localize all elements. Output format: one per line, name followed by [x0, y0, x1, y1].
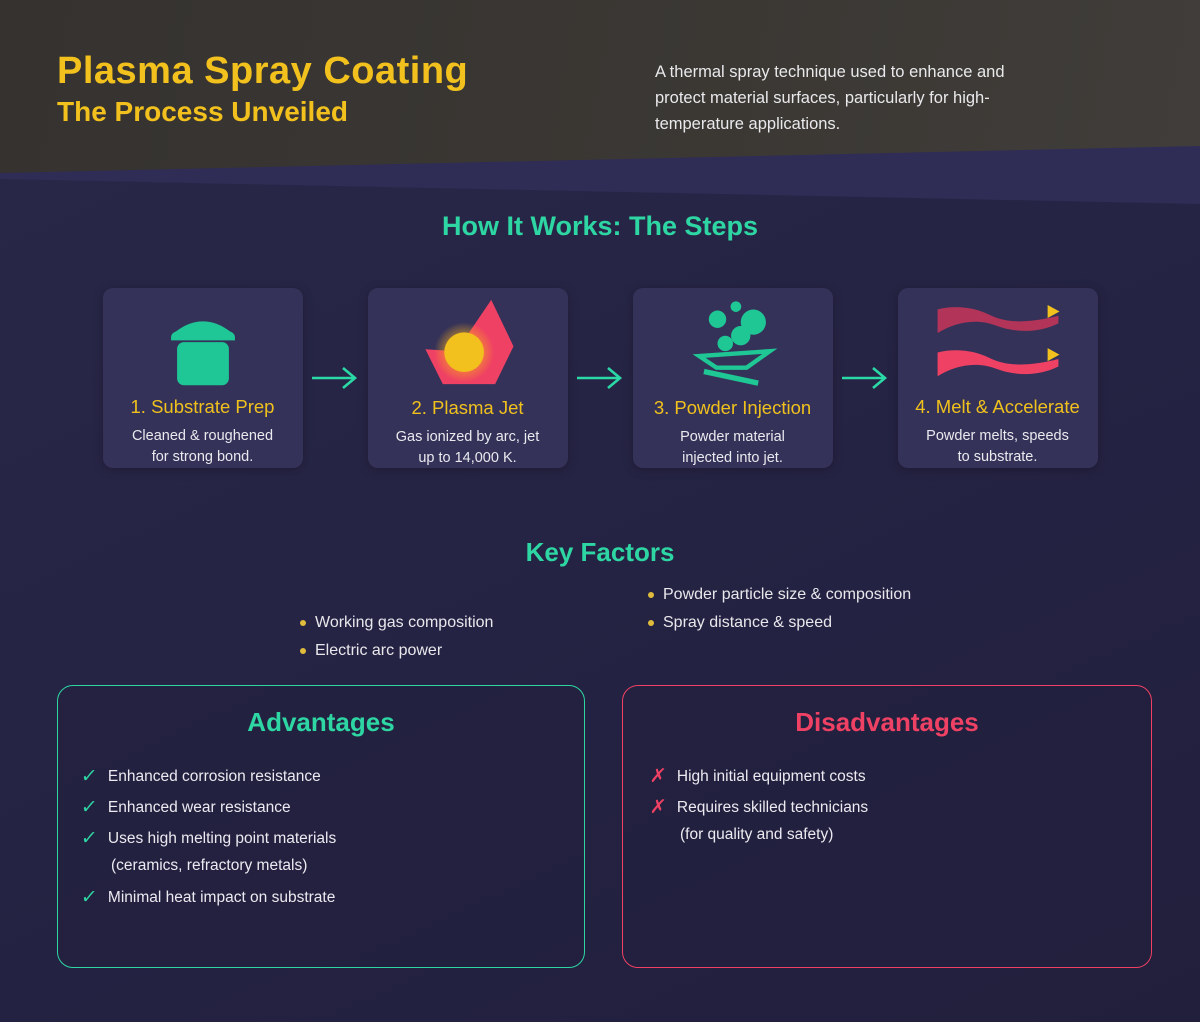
- key-factor-label: Spray distance & speed: [663, 614, 832, 631]
- intro-description: A thermal spray technique used to enhanc…: [655, 63, 1005, 133]
- disadvantages-panel: Disadvantages ✗ High initial equipment c…: [622, 685, 1152, 968]
- key-factor-item: Working gas composition: [300, 609, 493, 637]
- bullet-dot-icon: [300, 620, 306, 626]
- step-card-melt-accelerate: 4. Melt & Accelerate Powder melts, speed…: [897, 288, 1098, 468]
- key-factor-label: Powder particle size & composition: [663, 586, 912, 603]
- advantage-item: ✓ Minimal heat impact on substrate: [79, 886, 566, 910]
- jet-streams-icon: [933, 288, 1063, 387]
- advantages-panel: Advantages ✓ Enhanced corrosion resistan…: [57, 685, 585, 968]
- x-icon: ✗: [648, 766, 668, 787]
- bullet-dot-icon: [648, 620, 654, 626]
- plasma-flame-icon: [418, 288, 518, 388]
- advantage-text: Enhanced corrosion resistance: [107, 768, 321, 785]
- step-title: 3. Powder Injection: [653, 397, 812, 418]
- right-arrow-icon: [303, 365, 368, 391]
- disadvantage-note: (for quality and safety): [680, 826, 834, 843]
- advantage-note: (ceramics, refractory metals): [111, 857, 308, 874]
- advantage-item: ✓ Enhanced corrosion resistance: [79, 765, 566, 789]
- check-icon: ✓: [79, 828, 99, 849]
- right-arrow-icon: [568, 365, 633, 391]
- disadvantages-list: ✗ High initial equipment costs ✗ Require…: [623, 765, 1151, 846]
- substrate-pot-icon: [159, 288, 247, 387]
- key-factors-title: Key Factors: [525, 537, 675, 567]
- step-description: Gas ionized by arc, jet up to 14,000 K.: [395, 429, 540, 466]
- steps-section-title: How It Works: The Steps: [441, 211, 759, 241]
- advantages-title: Advantages: [247, 707, 395, 737]
- page-title: Plasma Spray Coating: [57, 50, 469, 92]
- advantage-text: Enhanced wear resistance: [107, 799, 291, 816]
- key-factor-item: Electric arc power: [300, 637, 493, 665]
- advantage-text: Minimal heat impact on substrate: [107, 889, 336, 906]
- powder-funnel-icon: [683, 288, 783, 388]
- bullet-dot-icon: [648, 592, 654, 598]
- bullet-dot-icon: [300, 648, 306, 654]
- key-factor-label: Working gas composition: [315, 614, 494, 631]
- advantage-text: Uses high melting point materials: [107, 830, 337, 847]
- steps-row: 1. Substrate Prep Cleaned & roughened fo…: [0, 288, 1200, 468]
- step-title: 2. Plasma Jet: [411, 397, 524, 418]
- step-description: Powder material injected into jet.: [680, 429, 785, 466]
- header-banner: Plasma Spray Coating The Process Unveile…: [0, 0, 1200, 173]
- key-factors-left-column: Working gas composition Electric arc pow…: [300, 609, 493, 665]
- step-card-substrate-prep: 1. Substrate Prep Cleaned & roughened fo…: [102, 288, 303, 468]
- disadvantage-text: High initial equipment costs: [676, 768, 866, 785]
- key-factor-item: Powder particle size & composition: [648, 581, 911, 609]
- key-factor-item: Spray distance & speed: [648, 609, 911, 637]
- page-subtitle: The Process Unveiled: [57, 96, 349, 127]
- step-title: 1. Substrate Prep: [130, 396, 275, 417]
- key-factors-right-column: Powder particle size & composition Spray…: [648, 581, 911, 637]
- step-description: Cleaned & roughened for strong bond.: [131, 428, 274, 465]
- check-icon: ✓: [79, 797, 99, 818]
- step-card-powder-injection: 3. Powder Injection Powder material inje…: [632, 288, 833, 468]
- x-icon: ✗: [648, 797, 668, 818]
- key-factor-label: Electric arc power: [315, 642, 443, 659]
- disadvantage-item: ✗ Requires skilled technicians: [648, 796, 1133, 820]
- disadvantage-item: ✗ High initial equipment costs: [648, 765, 1133, 789]
- check-icon: ✓: [79, 766, 99, 787]
- right-arrow-icon: [833, 365, 898, 391]
- check-icon: ✓: [79, 887, 99, 908]
- disadvantage-text: Requires skilled technicians: [676, 799, 869, 816]
- step-title: 4. Melt & Accelerate: [915, 396, 1080, 417]
- disadvantages-title: Disadvantages: [795, 707, 979, 737]
- advantage-item: ✓ Enhanced wear resistance: [79, 796, 566, 820]
- advantages-list: ✓ Enhanced corrosion resistance ✓ Enhanc…: [58, 765, 584, 910]
- step-card-plasma-jet: 2. Plasma Jet Gas ionized by arc, jet up…: [367, 288, 568, 468]
- advantage-item: ✓ Uses high melting point materials: [79, 827, 566, 851]
- step-description: Powder melts, speeds to substrate.: [926, 428, 1069, 465]
